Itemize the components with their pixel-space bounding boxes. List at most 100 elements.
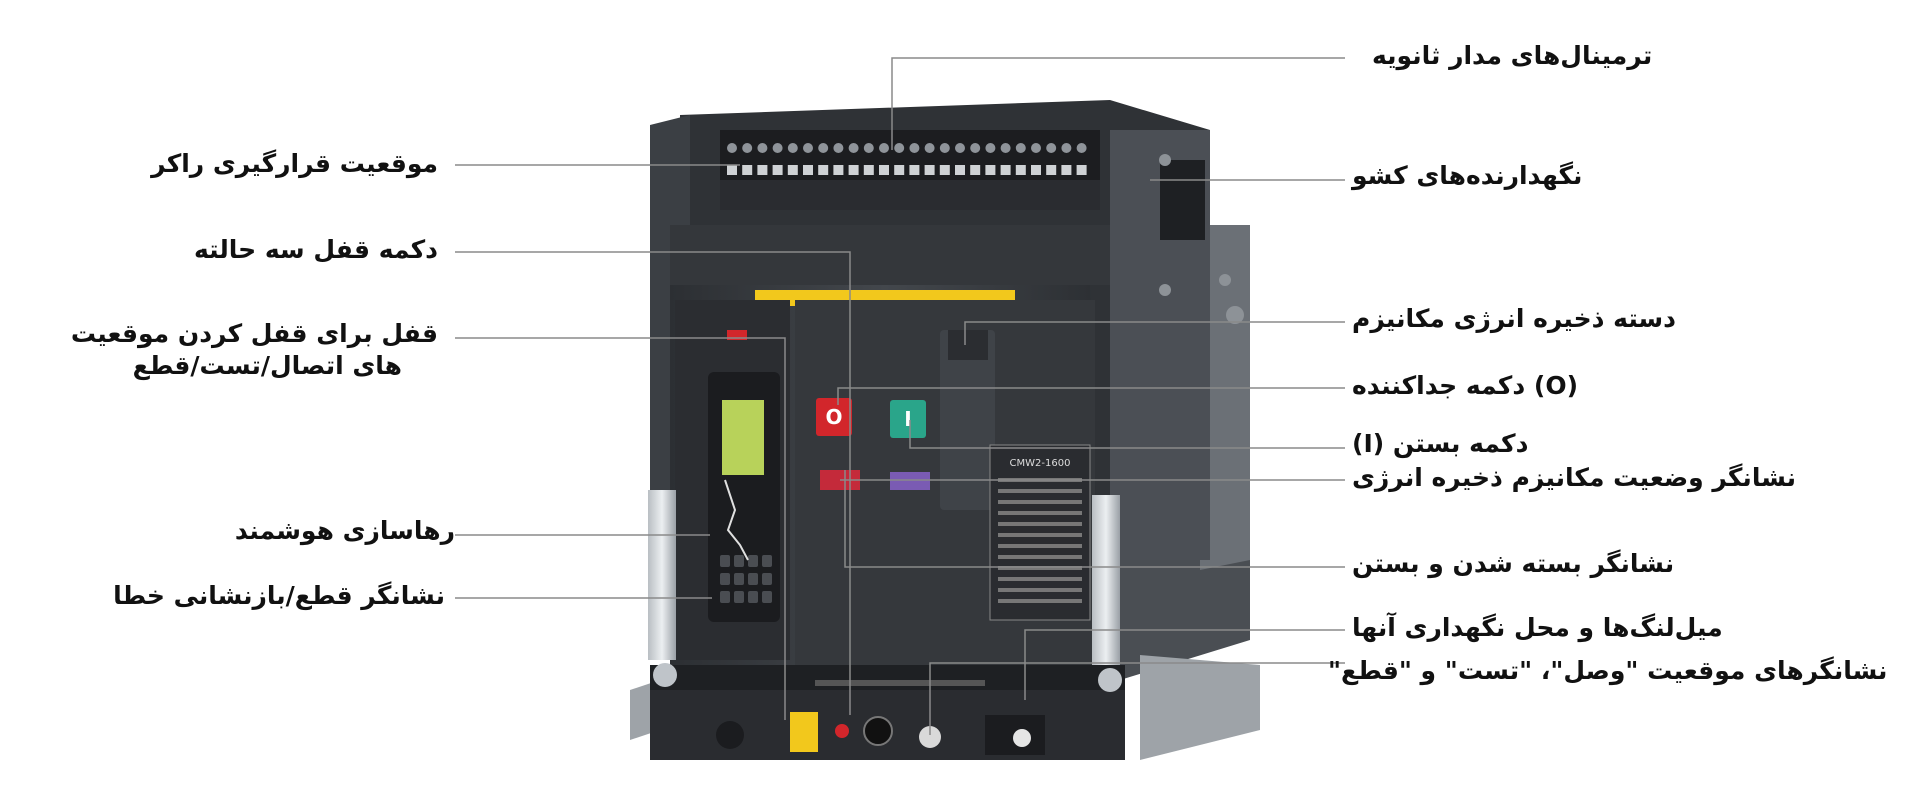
bolt-icon bbox=[1159, 154, 1171, 166]
terminal-slot bbox=[985, 165, 996, 175]
bolt-icon bbox=[1226, 306, 1244, 324]
breaker-body: O I CMW2-1600 bbox=[648, 225, 1120, 665]
plate-line bbox=[998, 522, 1082, 526]
terminal-screw bbox=[909, 143, 920, 153]
terminal-screw bbox=[939, 143, 950, 153]
terminal-slot bbox=[879, 165, 889, 175]
right-handle bbox=[1092, 495, 1120, 665]
terminal-slot bbox=[894, 165, 905, 175]
close-button-glyph: I bbox=[904, 407, 911, 431]
terminal-slot bbox=[742, 165, 753, 175]
terminal-slot bbox=[1046, 165, 1057, 175]
label-position-padlock-line2: های اتصال/تست/قطع bbox=[132, 351, 402, 380]
base-rail bbox=[815, 680, 985, 686]
terminal-slot bbox=[772, 165, 783, 175]
lever-storage-socket bbox=[716, 721, 744, 749]
open-button-glyph: O bbox=[825, 405, 842, 429]
roller-left bbox=[653, 663, 677, 687]
terminal-screw bbox=[1061, 143, 1072, 153]
terminal-screw bbox=[757, 143, 768, 153]
terminal-slot bbox=[757, 165, 768, 175]
model-plate-text: CMW2-1600 bbox=[1010, 458, 1071, 469]
terminal-screw bbox=[1046, 143, 1057, 153]
terminal-screw bbox=[848, 143, 859, 153]
terminal-screw bbox=[1015, 143, 1026, 153]
padlock-indicator bbox=[727, 330, 747, 340]
terminal-slot bbox=[1000, 165, 1011, 175]
plate-line bbox=[998, 489, 1082, 493]
plate-line bbox=[998, 511, 1082, 515]
rating-plate bbox=[989, 444, 1091, 621]
terminal-slot bbox=[1015, 165, 1026, 175]
roller-right bbox=[1098, 668, 1122, 692]
keypad-key bbox=[734, 573, 744, 585]
keypad-key bbox=[762, 573, 772, 585]
terminal-screw bbox=[970, 143, 981, 153]
label-energy-storage-indicator: نشانگر وضعیت مکانیزم ذخیره انرژی bbox=[1352, 463, 1797, 492]
plate-line bbox=[998, 566, 1082, 570]
terminal-screw bbox=[1000, 143, 1011, 153]
terminal-screw bbox=[833, 143, 844, 153]
plate-line bbox=[998, 577, 1082, 581]
plate-line bbox=[998, 533, 1082, 537]
terminal-slot bbox=[1061, 165, 1072, 175]
plate-line bbox=[998, 555, 1082, 559]
terminal-slot bbox=[727, 165, 737, 175]
plate-line bbox=[998, 500, 1082, 504]
terminal-slot bbox=[848, 165, 859, 175]
plate-line bbox=[998, 599, 1082, 603]
open-close-indicator-window bbox=[890, 472, 930, 490]
terminal-screw bbox=[1031, 143, 1041, 153]
position-warning-label bbox=[790, 712, 818, 752]
controller-lcd bbox=[722, 400, 764, 475]
position-selector-knob bbox=[919, 726, 941, 748]
plate-line bbox=[998, 544, 1082, 548]
terminal-screw bbox=[924, 143, 935, 153]
terminal-screw bbox=[818, 143, 829, 153]
terminal-slot bbox=[833, 165, 844, 175]
reset-knob bbox=[1013, 729, 1031, 747]
keypad-key bbox=[720, 555, 730, 567]
label-open-button: (O) دکمه جداکننده bbox=[1352, 371, 1579, 400]
label-three-state-lock-button: دکمه قفل سه حالته bbox=[194, 235, 438, 264]
keypad-key bbox=[734, 555, 744, 567]
label-levers-storage: میل‌لنگ‌ها و محل نگهداری آنها bbox=[1352, 613, 1723, 642]
terminal-screw bbox=[1076, 143, 1087, 153]
keypad-key bbox=[748, 573, 758, 585]
terminal-slot bbox=[955, 165, 965, 175]
keypad-key bbox=[762, 591, 772, 603]
keypad-key bbox=[748, 591, 758, 603]
terminal-slot bbox=[863, 165, 874, 175]
terminal-slot bbox=[909, 165, 920, 175]
label-racking-position: موقعیت قرارگیری راکر bbox=[151, 149, 438, 178]
keypad-key bbox=[720, 591, 730, 603]
label-close-button: دکمه بستن (I) bbox=[1352, 429, 1529, 458]
label-energy-storage-handle: دسته ذخیره انرژی مکانیزم bbox=[1352, 304, 1676, 333]
terminal-screw bbox=[787, 143, 798, 153]
racking-handle-socket bbox=[863, 716, 893, 746]
keypad-key bbox=[734, 591, 744, 603]
label-secondary-terminals: ترمینال‌های مدار ثانویه bbox=[1372, 41, 1653, 70]
terminal-slot bbox=[1031, 165, 1041, 175]
plate-line bbox=[998, 588, 1082, 592]
terminal-screw bbox=[863, 143, 874, 153]
keypad-key bbox=[762, 555, 772, 567]
terminal-screw bbox=[803, 143, 813, 153]
terminal-slot bbox=[818, 165, 829, 175]
breaker-base bbox=[650, 663, 1125, 760]
terminal-slot bbox=[803, 165, 813, 175]
label-smart-release: رهاسازی هوشمند bbox=[234, 516, 455, 545]
label-position-padlock: قفل برای قفل کردن موقعیت های اتصال/تست/ق… bbox=[71, 318, 438, 382]
keypad-key bbox=[748, 555, 758, 567]
terminal-screw bbox=[879, 143, 889, 153]
label-position-padlock-line1: قفل برای قفل کردن موقعیت bbox=[70, 319, 438, 348]
bolt-icon bbox=[1159, 284, 1171, 296]
terminal-screw bbox=[955, 143, 965, 153]
energy-indicator-window bbox=[820, 470, 860, 490]
terminal-screw bbox=[985, 143, 996, 153]
keypad-key bbox=[720, 573, 730, 585]
terminal-screw bbox=[742, 143, 753, 153]
terminal-slot bbox=[970, 165, 981, 175]
terminal-screw bbox=[894, 143, 905, 153]
terminal-screw bbox=[772, 143, 783, 153]
